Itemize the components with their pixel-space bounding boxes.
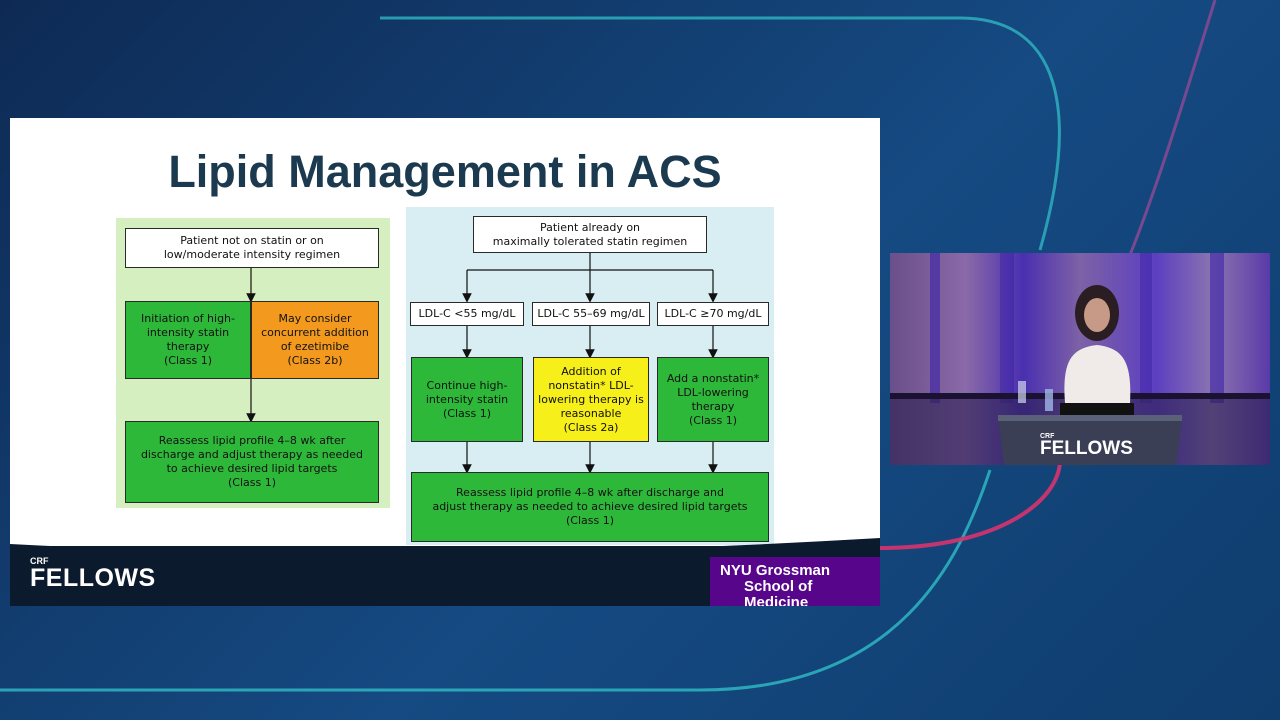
left-start-box: Patient not on statin or on low/moderate… [125,228,379,268]
fellows-logo-text: FELLOWS [30,564,156,592]
right-reassess-box: Reassess lipid profile 4–8 wk after disc… [411,472,769,542]
left-reassess-box: Reassess lipid profile 4–8 wk after disc… [125,421,379,503]
right-start-box: Patient already on maximally tolerated s… [473,216,707,253]
ldl-mid-box: LDL-C 55–69 mg/dL [532,302,650,326]
speaker-video-feed: CRF FELLOWS [890,253,1270,465]
podium-fellows-text: FELLOWS [1040,438,1133,459]
speaker-scene [890,253,1270,465]
slide-title: Lipid Management in ACS [168,146,722,197]
crf-logo-small: CRF [30,556,49,566]
podium-crf-text: CRF [1040,433,1055,440]
presentation-slide: Lipid Management in ACS Patient not on s… [10,118,880,606]
initiation-statin-box: Initiation of high- intensity statin the… [125,301,251,379]
add-nonstatin-box: Add a nonstatin* LDL-lowering therapy (C… [657,357,769,442]
addition-nonstatin-box: Addition of nonstatin* LDL- lowering the… [533,357,649,442]
nyu-logo-line2: School of Medicine [744,578,813,607]
ezetimibe-box: May consider concurrent addition of ezet… [251,301,379,379]
nyu-logo-line1: NYU Grossman [720,562,831,579]
ldl-low-box: LDL-C <55 mg/dL [410,302,524,326]
continue-statin-box: Continue high- intensity statin (Class 1… [411,357,523,442]
podium-logo: CRF FELLOWS [1040,433,1133,460]
crf-fellows-logo: CRF FELLOWS [30,556,156,593]
ldl-high-box: LDL-C ≥70 mg/dL [657,302,769,326]
footer-wave [10,538,880,564]
nyu-grossman-logo: NYU Grossman School of Medicine [710,557,880,606]
